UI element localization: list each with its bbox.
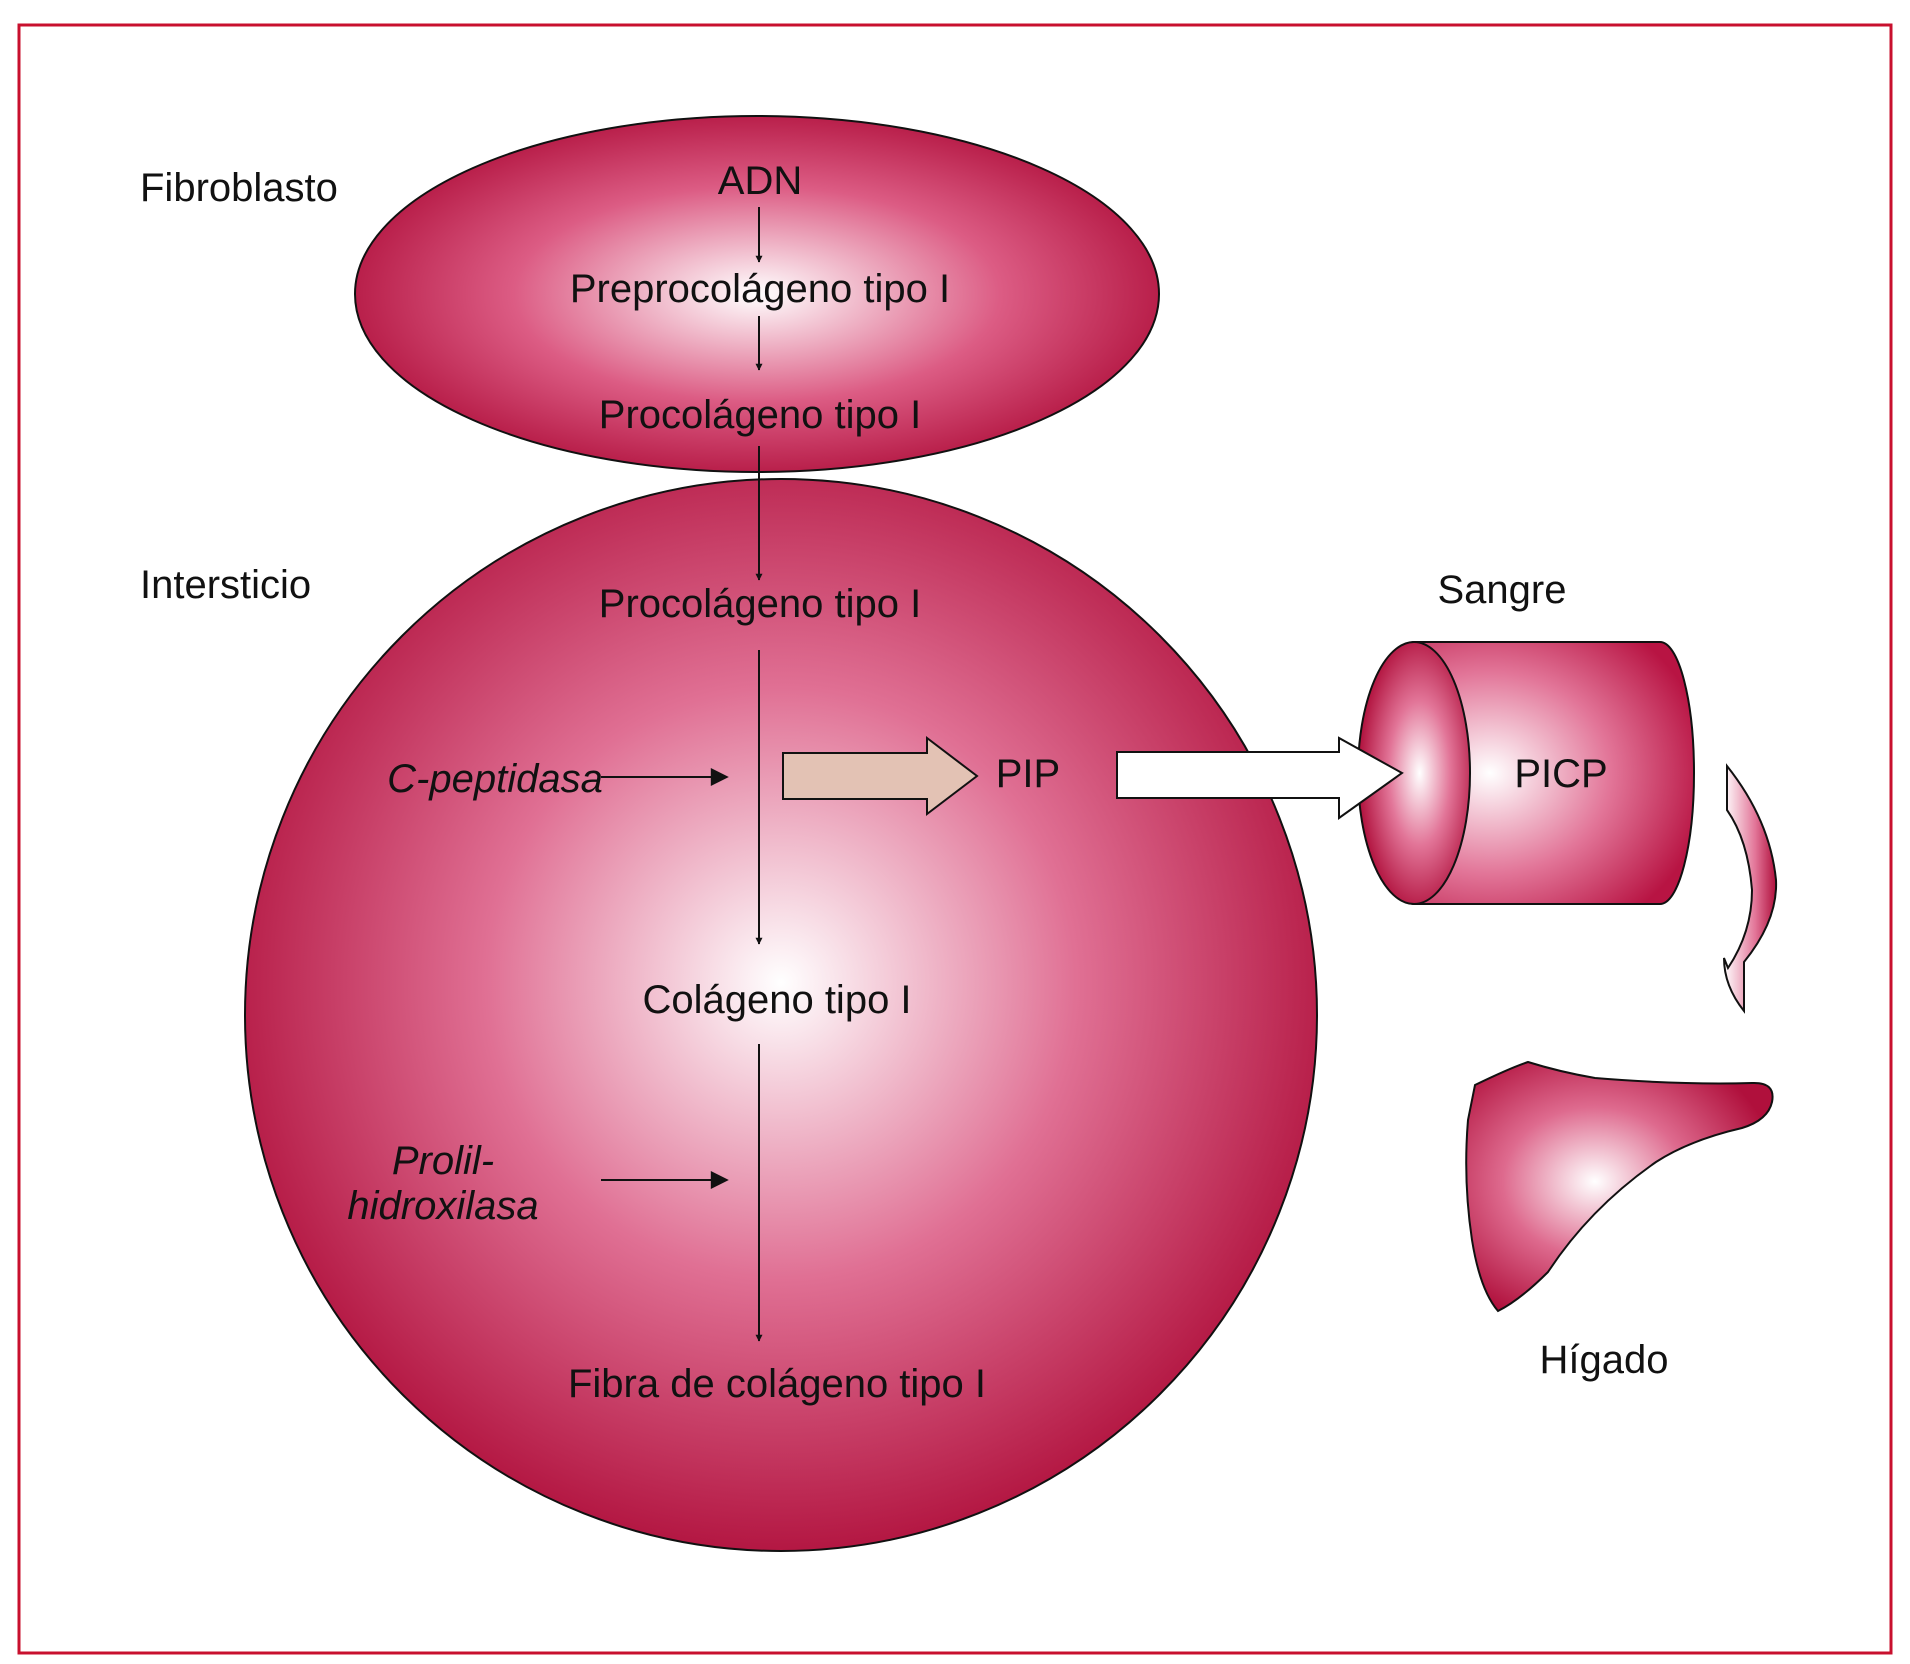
liver-shape (1465, 1060, 1774, 1313)
blood-cylinder (1357, 641, 1695, 905)
label-adn: ADN (718, 159, 802, 203)
label-procolageno-cell: Procolágeno tipo I (599, 393, 921, 437)
label-preprocolageno: Preprocolágeno tipo I (570, 267, 950, 311)
label-fibroblasto: Fibroblasto (140, 166, 338, 210)
pip-to-blood-block-arrow (1116, 736, 1404, 820)
label-c-peptidasa: C-peptidasa (387, 757, 603, 801)
label-higado: Hígado (1540, 1338, 1669, 1382)
label-fibra: Fibra de colágeno tipo I (568, 1362, 986, 1406)
pip-block-arrow (782, 735, 979, 817)
interstitium-circle (244, 478, 1318, 1552)
label-prolil-line2: hidroxilasa (347, 1184, 538, 1228)
fibroblast-ellipse (354, 115, 1160, 473)
label-sangre: Sangre (1438, 568, 1567, 612)
label-procolageno-interstitium: Procolágeno tipo I (599, 582, 921, 626)
label-prolil-line1: Prolil- (392, 1139, 494, 1183)
frame-border (17, 23, 1893, 1655)
label-colageno: Colágeno tipo I (642, 978, 911, 1022)
curved-arrow-blood-to-liver (1723, 763, 1778, 1014)
label-intersticio: Intersticio (140, 563, 311, 607)
label-pip: PIP (996, 752, 1060, 796)
label-picp: PICP (1514, 752, 1607, 796)
